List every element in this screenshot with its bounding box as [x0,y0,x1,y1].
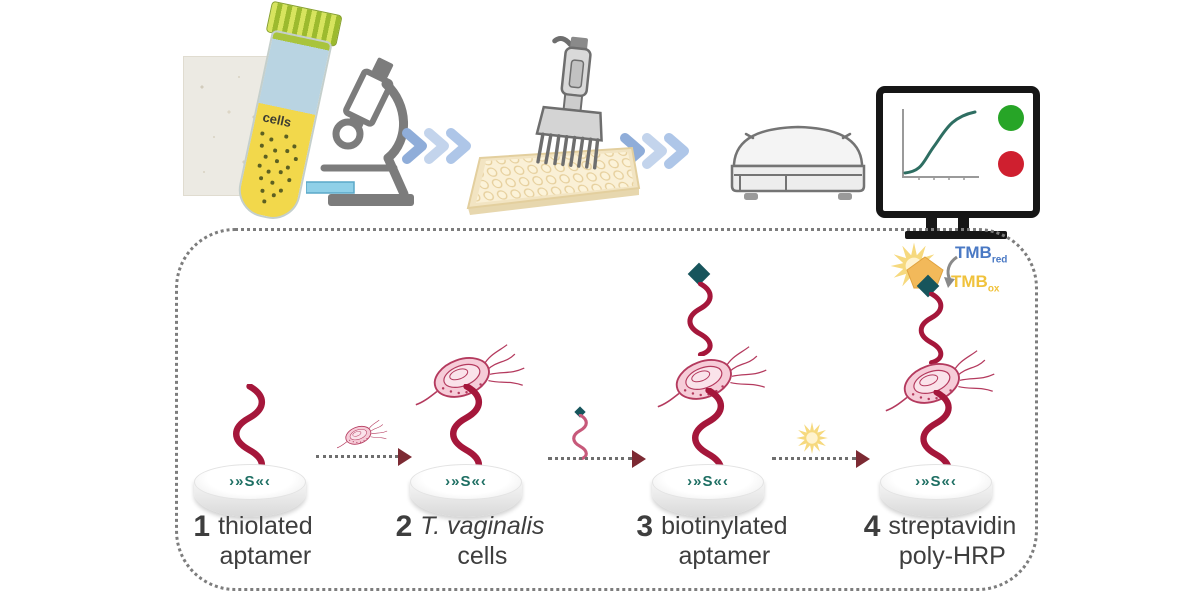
negative-result-dot [998,151,1024,177]
flow-arrow-line [316,455,398,458]
positive-result-dot [998,105,1024,131]
flow-arrow-head [398,448,412,466]
assay-steps-panel [175,228,1038,591]
step-line2: cells [457,541,508,570]
step-number: 3 [636,510,654,543]
flow-arrow-head [632,450,646,468]
sensor-disc: ›»S«‹ [194,464,306,520]
flow-arrow-line [548,457,632,460]
step-line1: biotinylated [661,512,788,540]
step-text: thiolated aptamer [218,512,313,571]
step-text: streptavidin poly-HRP [888,512,1016,571]
glass-slide-icon [306,181,355,194]
sigmoid-curve-chart [902,109,979,180]
thiol-surface-label: ›»S«‹ [880,464,992,500]
flow-arrow-line [772,457,856,460]
step-text: T. vaginalis cells [420,512,544,571]
step-number: 1 [193,510,211,543]
tmb-reduced-label: TMBred [955,243,1007,265]
step-line1: T. vaginalis [420,512,545,540]
step-4-label: 4 streptavidin poly-HRP [845,512,1035,571]
step-line2: aptamer [219,541,312,570]
tmb-subscript: ox [987,283,1000,295]
biotinylated-aptamer-icon [570,414,590,460]
sensor-disc: ›»S«‹ [880,464,992,520]
step-line2: poly-HRP [898,541,1006,570]
step-3-label: 3 biotinylated aptamer [622,512,802,571]
hrp-sparkle-icon [793,419,831,457]
tmb-text: TMB [951,272,988,291]
step-line2: aptamer [678,541,771,570]
tmb-subscript: red [991,254,1008,266]
multichannel-pipette-icon [535,35,603,170]
monitor-stand-leg [926,211,937,231]
monitor-stand-leg [958,211,969,231]
thiol-surface-label: ›»S«‹ [194,464,306,500]
tube-cells-label: cells [261,109,293,131]
flow-arrow-head [856,450,870,468]
microscope-icon [306,57,414,206]
step-1-label: 1 thiolated aptamer [168,512,338,571]
thiol-surface-label: ›»S«‹ [410,464,522,500]
step-number: 2 [395,510,413,543]
monitor-stand-base [905,231,1007,239]
reaction-arrow-icon [944,255,958,288]
sensor-disc: ›»S«‹ [652,464,764,520]
step-line1: streptavidin [888,512,1017,540]
cell-dots [260,131,265,136]
monitor-icon [876,86,1040,218]
step-2-label: 2 T. vaginalis cells [385,512,555,571]
tmb-text: TMB [955,243,992,262]
step-number: 4 [863,510,881,543]
tmb-oxidized-label: TMBox [951,272,1000,294]
sensor-disc: ›»S«‹ [410,464,522,520]
step-text: biotinylated aptamer [661,512,787,571]
cell-icon [334,418,392,454]
step-line1: thiolated [218,512,313,540]
plate-reader-icon [730,125,866,200]
thiol-surface-label: ›»S«‹ [652,464,764,500]
